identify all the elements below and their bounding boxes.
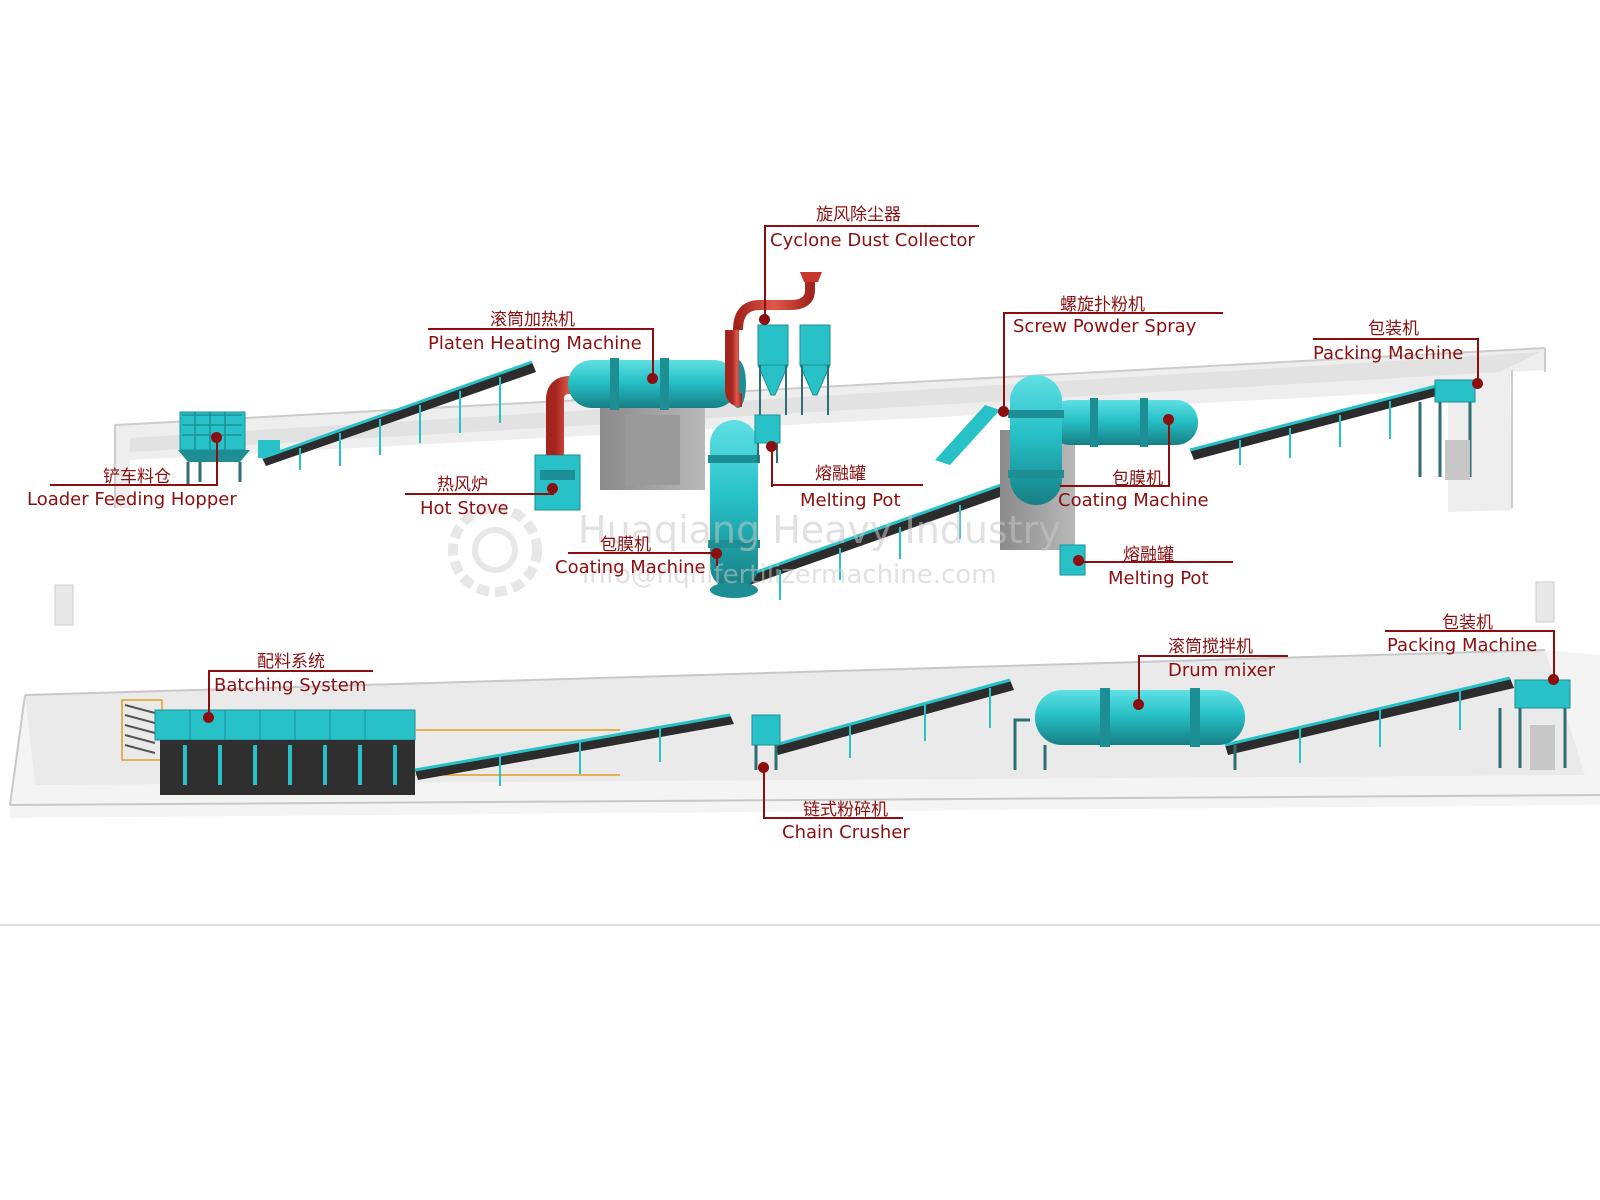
label-cyclone-en: Cyclone Dust Collector [770,230,975,251]
marker-coating2 [1163,414,1174,425]
label-packing2-zh: 包装机 [1442,613,1493,633]
packing-machine-lower [1498,679,1571,770]
label-chain-zh: 链式粉碎机 [803,800,888,820]
label-cyclone-zh: 旋风除尘器 [816,205,901,225]
label-chain-en: Chain Crusher [782,822,910,843]
marker-cyclone [759,314,770,325]
conveyor-coating-to-packing-lower [719,478,1020,600]
label-hotstove-en: Hot Stove [420,498,509,519]
label-packing1-en: Packing Machine [1313,343,1464,364]
label-drum-en: Drum mixer [1168,660,1276,681]
conveyor-to-packing-upper [1189,383,1444,465]
drum-mixer [1013,688,1245,770]
marker-batching [203,712,214,723]
label-melting2-zh: 熔融罐 [1123,545,1174,565]
packing-machine-upper [1418,379,1476,480]
marker-hotstove [547,483,558,494]
marker-drum [1133,699,1144,710]
upper-floor [54,347,1555,626]
label-packing2-en: Packing Machine [1387,635,1538,656]
label-platen-en: Platen Heating Machine [428,333,642,354]
label-batching-en: Batching System [214,675,367,696]
platen-heating-machine [568,358,746,490]
coating-machine-1 [708,420,760,598]
label-melting2-en: Melting Pot [1108,568,1209,589]
label-coating2-zh: 包膜机 [1112,469,1163,489]
marker-loader [211,432,222,443]
marker-packing1 [1472,378,1483,389]
conveyor-batching-to-crusher [414,713,734,786]
watermark-email: info@hqhifertilizermachine.com [582,560,997,590]
label-batching-zh: 配料系统 [257,652,325,672]
marker-platen [647,373,658,384]
marker-screw [998,406,1009,417]
batching-system [121,699,620,795]
label-loader-zh: 铲车料仓 [103,467,171,487]
label-packing1-zh: 包装机 [1368,319,1419,339]
cyclone-dust-collector [725,272,831,415]
screw-powder-spray-and-coating [935,375,1198,576]
label-coating1-zh: 包膜机 [600,535,651,555]
marker-coating1 [711,548,722,559]
label-hotstove-zh: 热风炉 [437,475,488,495]
label-coating1-en: Coating Machine [555,557,706,578]
label-melting1-en: Melting Pot [800,490,901,511]
conveyor-mixer-to-packing [1224,676,1514,763]
label-melting1-zh: 熔融罐 [815,464,866,484]
label-screw-zh: 螺旋扑粉机 [1060,295,1145,315]
label-loader-en: Loader Feeding Hopper [27,489,237,510]
label-drum-zh: 滚筒搅拌机 [1168,637,1253,657]
gear-logo-icon [448,503,542,597]
conveyor-crusher-to-mixer [774,678,1014,758]
conveyor-loader-to-heater [261,360,536,470]
watermark-company: Huaqiang Heavy Industry [578,508,1061,552]
label-coating2-en: Coating Machine [1058,490,1209,511]
chain-crusher [751,714,781,770]
marker-chain [758,762,769,773]
label-screw-en: Screw Powder Spray [1013,316,1197,337]
melting-pot-1 [754,414,781,463]
label-platen-zh: 滚筒加热机 [490,310,575,330]
marker-melting1 [766,441,777,452]
marker-packing2 [1548,674,1559,685]
